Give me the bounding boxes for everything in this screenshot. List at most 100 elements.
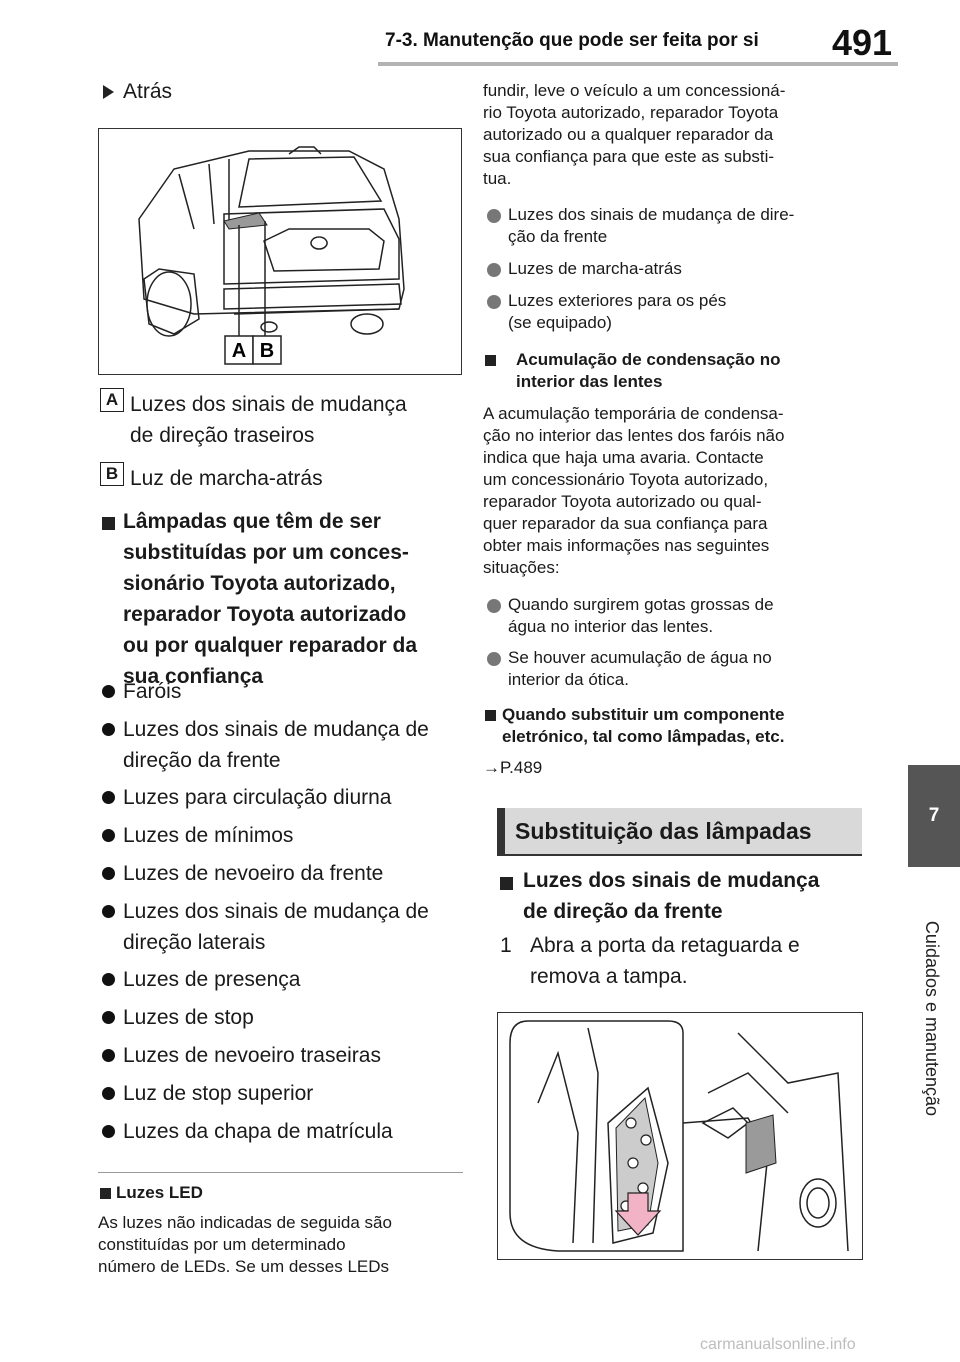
chapter-tab[interactable]: 7: [908, 765, 960, 867]
bullet-icon: [487, 295, 501, 309]
square-bullet-icon: [485, 710, 496, 721]
dealer-heading-line: substituídas por um conces-: [123, 541, 409, 564]
square-bullet-icon: [485, 355, 496, 366]
list-item: Faróis: [123, 680, 182, 703]
led-cont-line: autorizado ou a qualquer reparador da: [483, 125, 774, 144]
dealer-heading-line: sua confiança: [123, 665, 264, 688]
step-number: 1: [500, 934, 512, 957]
cond-text-line: obter mais informações nas seguintes: [483, 536, 770, 555]
legend-b-line1: Luz de marcha-atrás: [130, 467, 323, 490]
fig-label-b: B: [260, 340, 274, 362]
bullet-icon: [102, 1049, 115, 1062]
list-item: Luzes dos sinais de mudança de direção da…: [123, 714, 429, 776]
section-title: Substituição das lâmpadas: [515, 818, 812, 844]
led-list-line: Luzes dos sinais de mudança de dire-: [508, 205, 795, 224]
page-reference-link[interactable]: →P.489: [483, 758, 543, 777]
dealer-heading-line: reparador Toyota autorizado: [123, 603, 407, 626]
legend-a-line1: Luzes dos sinais de mudança: [130, 393, 407, 416]
list-item-line: Luzes dos sinais de mudança de: [123, 900, 429, 923]
bullet-icon: [102, 1087, 115, 1100]
cond-text-line: quer reparador da sua confiança para: [483, 514, 768, 533]
cond-text-line: ção no interior das lentes dos faróis nã…: [483, 426, 785, 445]
led-heading: Luzes LED: [116, 1183, 203, 1202]
list-item: Luzes de nevoeiro da frente: [123, 862, 384, 885]
bullet-icon: [102, 829, 115, 842]
chapter-label-text: Cuidados e manutenção: [922, 920, 943, 1116]
step-text-line: Abra a porta da retaguarda e: [530, 934, 800, 957]
front-heading-line: de direção da frente: [523, 900, 723, 923]
list-item-line: direção da frente: [123, 749, 281, 772]
led-text-line: número de LEDs. Se um desses LEDs: [98, 1257, 390, 1276]
bullet-icon: [102, 791, 115, 804]
dealer-heading-line: Lâmpadas que têm de ser: [123, 510, 381, 533]
bullet-icon: [487, 599, 501, 613]
door-figure: [497, 1012, 863, 1260]
square-bullet-icon: [100, 1188, 111, 1199]
door-illustration: [509, 1020, 849, 1252]
led-text-cont: fundir, leve o veículo a um concessioná-…: [483, 80, 785, 190]
replace-heading-line: eletrónico, tal como lâmpadas, etc.: [502, 727, 785, 746]
bullet-icon: [102, 685, 115, 698]
led-text-line: constituídas por um determinado: [98, 1235, 346, 1254]
led-cont-line: fundir, leve o veículo a um concessioná-: [483, 81, 786, 100]
fig-label-a: A: [232, 340, 246, 362]
bullet-icon: [102, 867, 115, 880]
bullet-icon: [487, 652, 501, 666]
triangle-bullet-icon: [103, 85, 114, 99]
led-text-line: As luzes não indicadas de seguida são: [98, 1213, 392, 1232]
led-cont-line: rio Toyota autorizado, reparador Toyota: [483, 103, 779, 122]
chapter-label: Cuidados e manutenção: [906, 868, 958, 1168]
header-rule: [378, 62, 898, 66]
rear-heading: Atrás: [123, 80, 173, 103]
list-item: Luzes de presença: [123, 968, 301, 991]
replace-heading: Quando substituir um componente eletrónic…: [502, 704, 784, 748]
cond-text-line: A acumulação temporária de condensa-: [483, 404, 784, 423]
cond-text: A acumulação temporária de condensa- ção…: [483, 403, 784, 579]
cond-list-item: Quando surgirem gotas grossas de água no …: [508, 594, 774, 638]
led-text: As luzes não indicadas de seguida são co…: [98, 1212, 392, 1278]
cond-heading-line: Acumulação de condensação no: [516, 350, 781, 369]
bullet-icon: [102, 973, 115, 986]
legend-a-line2: de direção traseiros: [130, 424, 315, 447]
front-heading-line: Luzes dos sinais de mudança: [523, 869, 820, 892]
list-item: Luzes de mínimos: [123, 824, 294, 847]
list-item: Luzes para circulação diurna: [123, 786, 392, 809]
cond-list-line: água no interior das lentes.: [508, 617, 714, 636]
cond-text-line: situações:: [483, 558, 560, 577]
section-bar-rule: [497, 854, 862, 856]
square-bullet-icon: [500, 877, 513, 890]
header-title: 7-3. Manutenção que pode ser feita por s…: [385, 30, 759, 51]
rear-car-figure: A B: [98, 128, 462, 375]
footer-watermark: carmanualsonline.info: [700, 1336, 856, 1353]
cond-text-line: um concessionário Toyota autorizado,: [483, 470, 769, 489]
bullet-icon: [102, 1125, 115, 1138]
bullet-icon: [487, 263, 501, 277]
bullet-icon: [102, 905, 115, 918]
dealer-heading: Lâmpadas que têm de ser substituídas por…: [123, 506, 417, 692]
replace-heading-line: Quando substituir um componente: [502, 705, 785, 724]
led-list-item: Luzes exteriores para os pés(se equipado…: [508, 290, 726, 334]
cond-list-line: Quando surgirem gotas grossas de: [508, 595, 774, 614]
list-item-line: direção laterais: [123, 931, 266, 954]
cond-text-line: indica que haja uma avaria. Contacte: [483, 448, 764, 467]
led-list-item: Luzes de marcha-atrás: [508, 259, 682, 278]
dealer-heading-line: sionário Toyota autorizado,: [123, 572, 396, 595]
led-cont-line: tua.: [483, 169, 512, 188]
bullet-icon: [102, 1011, 115, 1024]
divider: [98, 1172, 463, 1173]
section-bar: [497, 808, 862, 854]
legend-key-a: A: [100, 388, 124, 412]
square-bullet-icon: [102, 517, 115, 530]
led-cont-line: sua confiança para que este as substi-: [483, 147, 775, 166]
cond-list-line: interior da ótica.: [508, 670, 629, 689]
rear-car-illustration: A B: [138, 146, 405, 365]
legend-key-b: B: [100, 462, 124, 486]
cond-text-line: reparador Toyota autorizado ou qual-: [483, 492, 762, 511]
dealer-heading-line: ou por qualquer reparador da: [123, 634, 418, 657]
list-item: Luzes de stop: [123, 1006, 254, 1029]
chapter-number: 7: [928, 805, 940, 826]
list-item-line: Luzes dos sinais de mudança de: [123, 718, 429, 741]
